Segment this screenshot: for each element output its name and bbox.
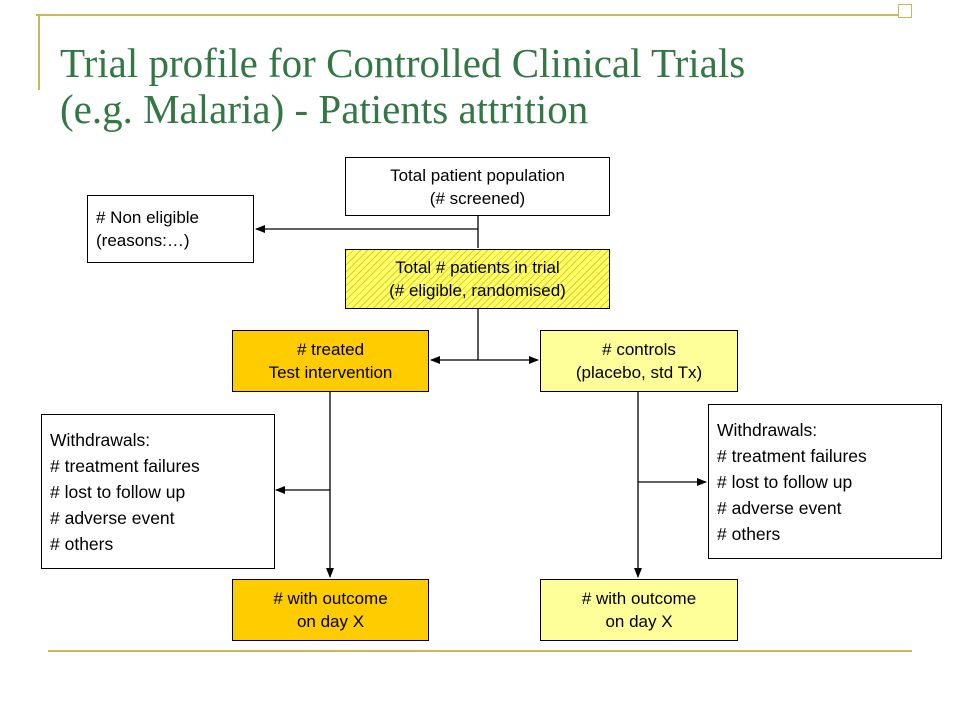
withdrawals-controls-item: # lost to follow up <box>717 471 853 492</box>
withdrawals-treated-item: # others <box>50 533 114 554</box>
title-line-2: (e.g. Malaria) - Patients attrition <box>60 86 589 132</box>
outcome-controls-line1: # with outcome <box>581 589 697 608</box>
non-eligible-line1: # Non eligible <box>96 208 200 227</box>
withdrawals-controls-heading: Withdrawals: <box>717 419 818 440</box>
withdrawals-controls-box: Withdrawals: # treatment failures # lost… <box>708 404 942 559</box>
outcome-treated-box: # with outcome on day X <box>232 579 429 641</box>
controls-line2: (placebo, std Tx) <box>575 363 703 382</box>
outcome-treated-line1: # with outcome <box>273 589 388 608</box>
withdrawals-treated-item: # lost to follow up <box>50 481 186 502</box>
corner-square-decoration <box>898 4 912 18</box>
left-rule <box>38 14 40 90</box>
top-rule <box>36 14 912 16</box>
outcome-controls-box: # with outcome on day X <box>540 579 738 641</box>
withdrawals-treated-box: Withdrawals: # treatment failures # lost… <box>41 414 275 569</box>
controls-box: # controls (placebo, std Tx) <box>540 330 738 392</box>
withdrawals-treated-heading: Withdrawals: <box>50 429 151 450</box>
total-population-line1: Total patient population <box>390 165 565 185</box>
total-population-box: Total patient population (# screened) <box>345 157 610 216</box>
withdrawals-controls-item: # adverse event <box>717 497 842 518</box>
outcome-treated-line2: on day X <box>296 612 365 631</box>
bottom-rule <box>48 650 912 652</box>
treated-box: # treated Test intervention <box>232 330 429 392</box>
slide-title: Trial profile for Controlled Clinical Tr… <box>60 40 920 132</box>
treated-line1: # treated <box>296 340 365 359</box>
treated-line2: Test intervention <box>268 363 393 382</box>
withdrawals-controls-item: # others <box>717 523 781 544</box>
withdrawals-treated-item: # adverse event <box>50 507 175 528</box>
in-trial-line2: (# eligible, randomised) <box>389 281 566 300</box>
title-line-1: Trial profile for Controlled Clinical Tr… <box>60 40 746 86</box>
in-trial-line1: Total # patients in trial <box>395 258 560 277</box>
withdrawals-treated-item: # treatment failures <box>50 455 200 476</box>
controls-line1: # controls <box>602 340 676 359</box>
total-population-line2: (# screened) <box>429 188 526 208</box>
patients-in-trial-box: Total # patients in trial (# eligible, r… <box>345 249 610 309</box>
withdrawals-controls-item: # treatment failures <box>717 445 867 466</box>
outcome-controls-line2: on day X <box>605 612 673 631</box>
non-eligible-box: # Non eligible (reasons:…) <box>87 195 254 263</box>
non-eligible-line2: (reasons:…) <box>96 231 190 250</box>
